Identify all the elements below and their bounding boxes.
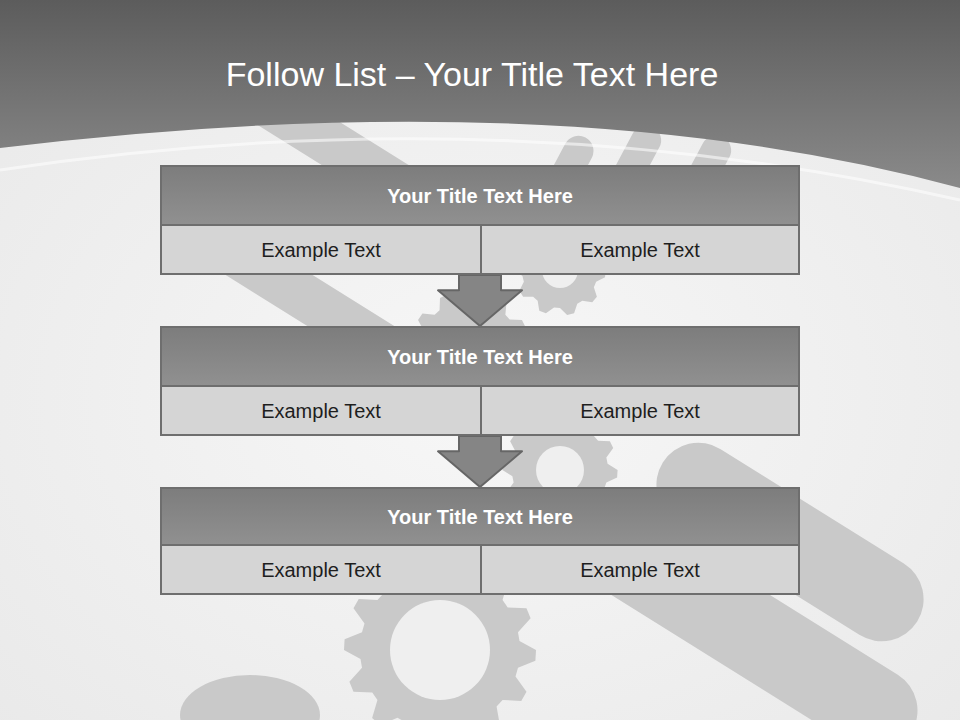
box-heading: Your Title Text Here [162, 167, 798, 224]
tool-end [180, 675, 320, 720]
flow-arrow [438, 436, 522, 487]
box-heading: Your Title Text Here [162, 489, 798, 544]
cell-text: Example Text [580, 238, 700, 262]
cell-text: Example Text [261, 238, 381, 262]
cell-text: Example Text [580, 399, 700, 423]
cell-text: Example Text [580, 558, 700, 582]
cell-text: Example Text [261, 399, 381, 423]
gear-art [344, 225, 618, 720]
list-cell: Example Text [480, 224, 798, 273]
flow-arrow [438, 275, 522, 326]
gear-hole [390, 600, 490, 700]
cell-text: Example Text [261, 558, 381, 582]
slide-title: Follow List – Your Title Text Here [0, 52, 944, 96]
list-cell: Example Text [162, 385, 480, 434]
list-cell: Example Text [480, 385, 798, 434]
box-heading: Your Title Text Here [162, 328, 798, 385]
list-cell: Example Text [480, 544, 798, 593]
list-cell: Example Text [162, 224, 480, 273]
list-cell: Example Text [162, 544, 480, 593]
list-box: Your Title Text HereExample Text Example … [160, 326, 800, 436]
list-box: Your Title Text HereExample Text Example … [160, 487, 800, 595]
list-box: Your Title Text HereExample Text Example … [160, 165, 800, 275]
header-band [0, 0, 960, 188]
